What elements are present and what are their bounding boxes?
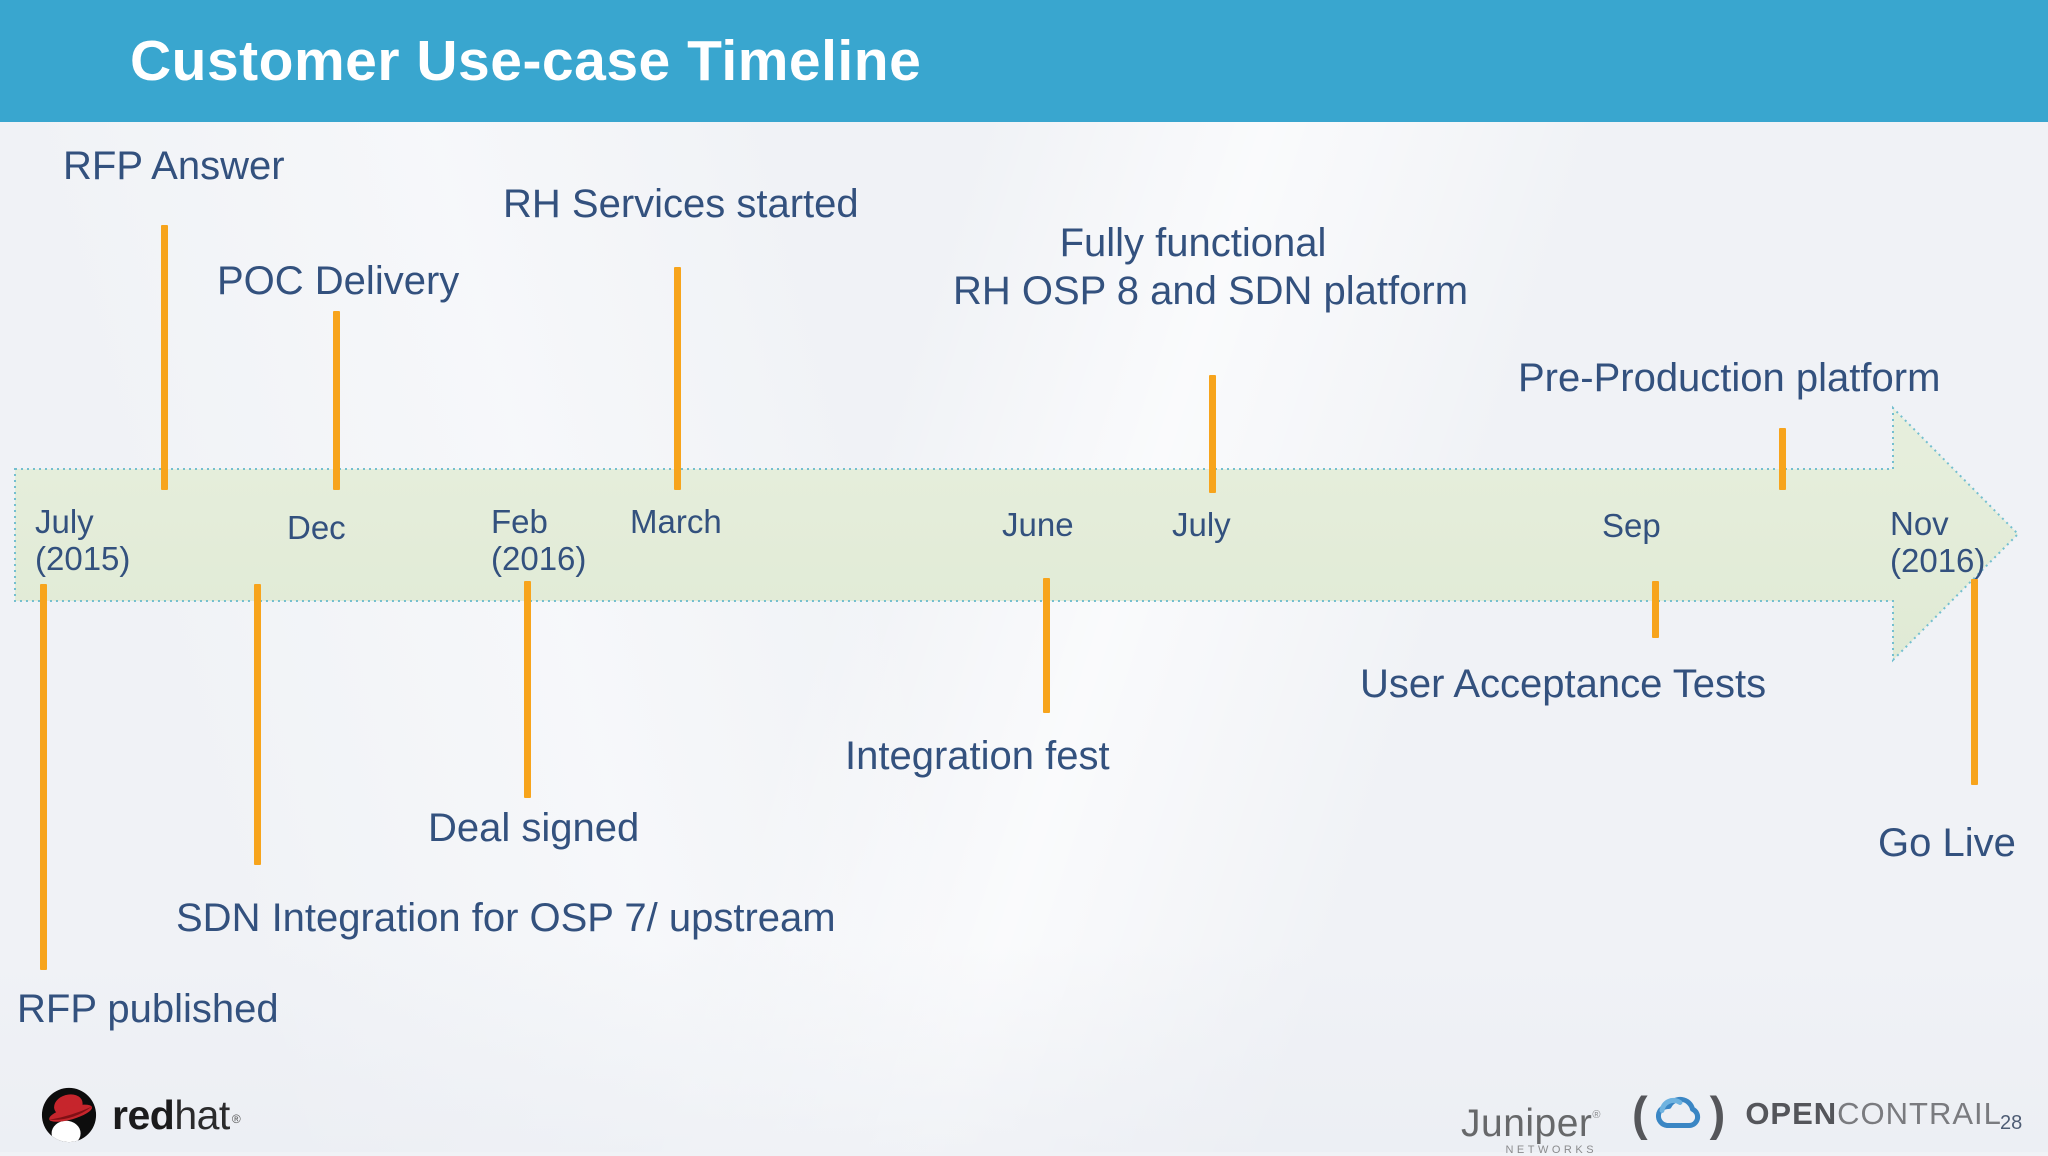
- milestone-label-deal-signed: Deal signed: [428, 806, 640, 850]
- milestone-label-poc-delivery: POC Delivery: [217, 259, 460, 303]
- timeline-date-march: March: [630, 503, 722, 540]
- juniper-wordmark: Juniper®: [1461, 1102, 1602, 1145]
- timeline-date-july-2016: July: [1172, 506, 1231, 543]
- opencontrail-cloud-icon: [1655, 1096, 1700, 1129]
- tick-rh-services-started: [674, 267, 681, 490]
- page-title: Customer Use-case Timeline: [130, 29, 922, 93]
- timeline-date-feb-2016: Feb (2016): [491, 503, 587, 577]
- timeline-arrow-shape: [14, 405, 2020, 663]
- opencontrail-logo: ( ) OPENCONTRAIL: [1632, 1087, 2002, 1140]
- milestone-label-pre-production-platform: Pre-Production platform: [1518, 356, 1941, 400]
- milestone-label-fully-functional: Fully functional RH OSP 8 and SDN platfo…: [953, 221, 1469, 313]
- tick-user-acceptance-tests: [1652, 581, 1659, 638]
- opencontrail-paren-close: ): [1709, 1087, 1726, 1140]
- milestone-label-rfp-published: RFP published: [17, 987, 279, 1031]
- tick-deal-signed: [524, 581, 531, 798]
- tick-integration-fest: [1043, 578, 1050, 713]
- timeline-date-sep: Sep: [1602, 507, 1661, 544]
- milestone-label-rfp-answer: RFP Answer: [63, 144, 285, 188]
- milestone-label-go-live: Go Live: [1878, 821, 2016, 865]
- page-number: 28: [2000, 1112, 2023, 1134]
- milestone-label-sdn-integration: SDN Integration for OSP 7/ upstream: [176, 896, 836, 940]
- tick-go-live: [1971, 579, 1978, 785]
- timeline-date-july-2015: July (2015): [35, 503, 131, 577]
- redhat-wordmark: redhat®: [112, 1091, 241, 1138]
- tick-rfp-published: [40, 584, 47, 970]
- slide-header: Customer Use-case Timeline: [0, 0, 2048, 122]
- tick-sdn-integration: [254, 584, 261, 865]
- milestone-label-rh-services-started: RH Services started: [503, 182, 859, 226]
- tick-poc-delivery: [333, 311, 340, 490]
- timeline-date-june: June: [1002, 506, 1074, 543]
- redhat-logo: redhat®: [40, 1086, 241, 1144]
- opencontrail-paren-open: (: [1632, 1087, 1648, 1140]
- milestone-label-user-acceptance-tests: User Acceptance Tests: [1360, 662, 1767, 706]
- redhat-shadowman-icon: [41, 1087, 97, 1143]
- juniper-networks-label: NETWORKS: [1505, 1144, 1598, 1156]
- tick-pre-production-platform: [1779, 428, 1786, 490]
- milestone-label-integration-fest: Integration fest: [845, 734, 1110, 778]
- timeline-date-nov-2016: Nov (2016): [1890, 505, 1986, 579]
- timeline-date-dec: Dec: [287, 509, 346, 546]
- tick-fully-functional: [1209, 375, 1216, 493]
- opencontrail-wordmark: OPENCONTRAIL: [1745, 1096, 2002, 1131]
- juniper-logo: Juniper® NETWORKS: [1461, 1096, 1601, 1156]
- tick-rfp-answer: [161, 225, 168, 490]
